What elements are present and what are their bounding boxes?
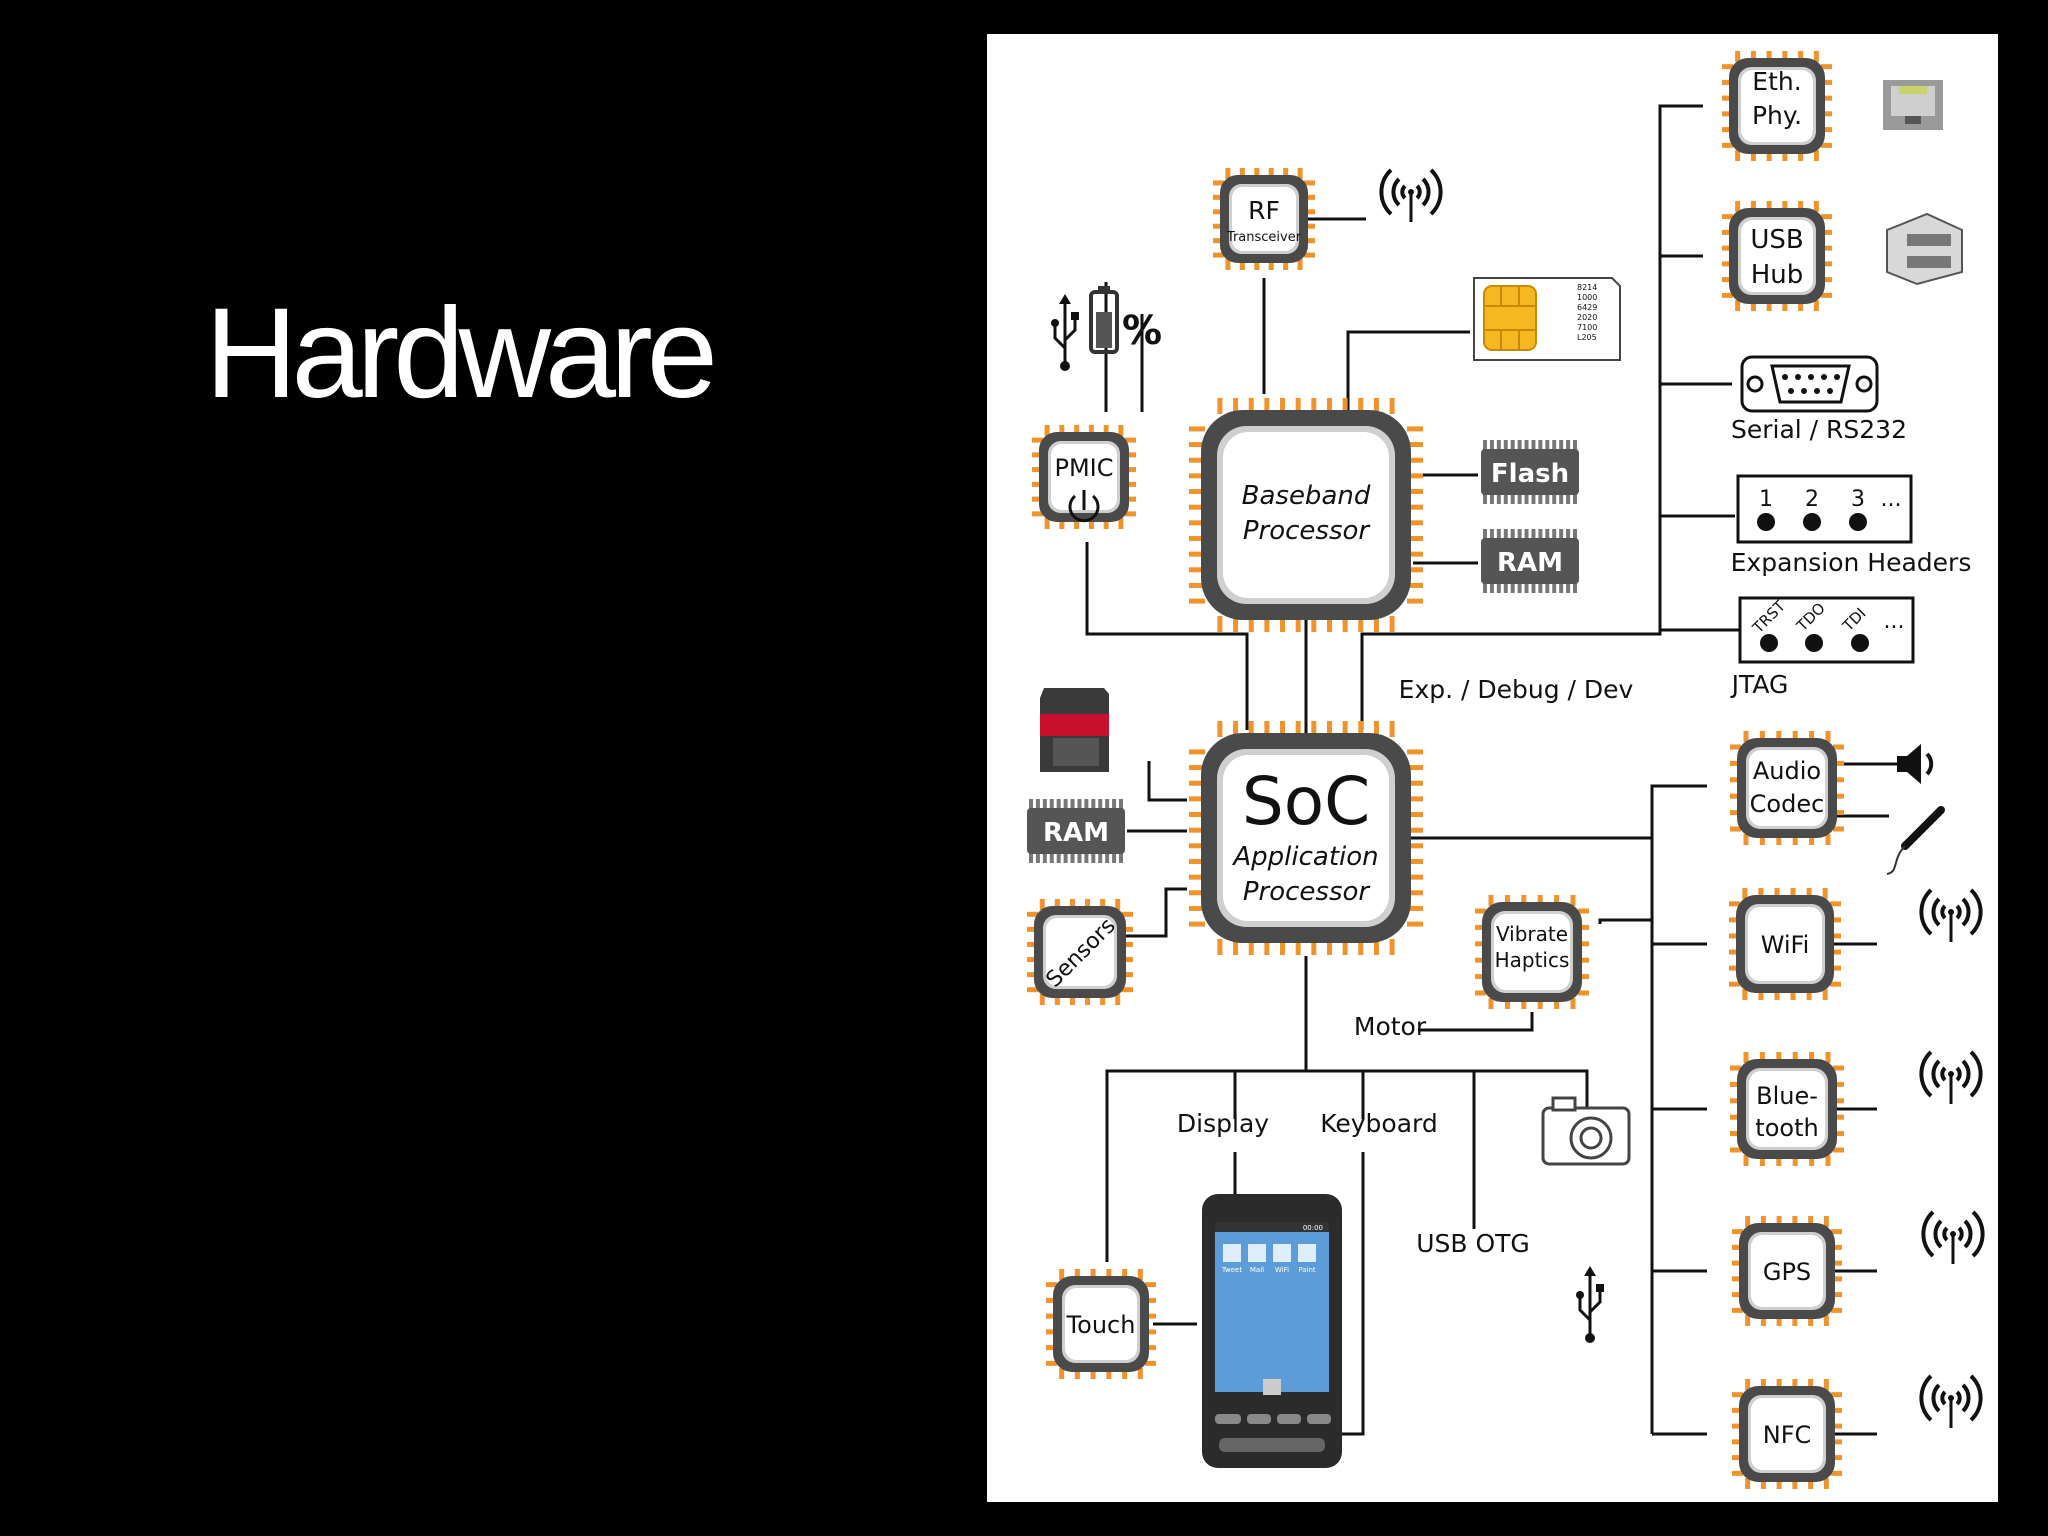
chip-eth-phy: Eth. Phy. [1722,51,1832,161]
camera-icon [1541,1096,1631,1166]
flash-memory: Flash [1481,440,1579,504]
rf-antenna-icon [1379,168,1443,224]
display-label: Display [1177,1109,1269,1138]
chip-sensors: Sensors [1027,899,1133,1005]
serial-label: Serial / RS232 [1731,415,1907,444]
usb-port-icon [1886,212,1963,286]
usb-hub-label-1: USB [1750,225,1803,255]
chip-wifi: WiFi [1729,888,1841,1000]
motor-label: Motor [1354,1012,1427,1041]
keyboard-label: Keyboard [1320,1109,1438,1138]
soc-ram: RAM [1027,799,1125,863]
expansion-headers: 1 2 3 ... [1736,474,1913,544]
sim-digit-5: 7100 [1577,323,1597,332]
chip-touch: Touch [1046,1269,1156,1379]
phone-app-3: WiFi [1275,1266,1289,1274]
expansion-pin-more: ... [1881,487,1902,512]
pmic-label: PMIC [1054,454,1113,482]
audio-label-2: Codec [1750,790,1825,818]
baseband-ram-label: RAM [1497,548,1563,578]
sim-digit-4: 2020 [1577,313,1597,322]
usb-otg-label: USB OTG [1416,1229,1530,1258]
vibrate-label-1: Vibrate [1496,922,1568,946]
gps-antenna-icon [1921,1210,1985,1266]
flash-label: Flash [1491,459,1569,489]
baseband-ram: RAM [1481,529,1579,593]
vibrate-label-2: Haptics [1495,948,1570,972]
phone-app-4: Paint [1298,1266,1316,1274]
audio-label-1: Audio [1753,757,1821,785]
wires [1085,104,1897,1436]
sim-digit-6: L205 [1577,333,1597,342]
chip-vibrate-haptics: Vibrate Haptics [1475,895,1589,1009]
soc-label: SoC [1242,763,1370,840]
soc-sublabel-2: Processor [1243,877,1372,907]
baseband-label-1: Baseband [1242,481,1371,511]
rf-sublabel: Transceiver [1226,230,1302,245]
gps-label: GPS [1763,1258,1811,1286]
nfc-antenna-icon [1919,1374,1983,1430]
power-icon [1068,490,1100,523]
hardware-diagram: RF Transceiver Eth. Phy. USB Hub PMIC Ba… [987,34,1998,1502]
bluetooth-antenna-icon [1919,1050,1983,1106]
battery-percent: % [1122,308,1162,354]
bluetooth-label-1: Blue- [1756,1082,1818,1110]
jtag-header: TRST TDO TDI ... [1738,596,1915,664]
chip-gps: GPS [1732,1216,1842,1326]
jtag-label: JTAG [1730,670,1789,699]
eth-label-1: Eth. [1752,67,1801,96]
rf-label: RF [1248,196,1280,225]
expansion-pin-1: 1 [1759,487,1773,512]
speaker-icon [1897,744,1934,784]
expansion-headers-label: Expansion Headers [1731,548,1972,577]
touch-label: Touch [1066,1311,1136,1339]
phone-device: 00:00 Tweet Mail WiFi Paint [1202,1194,1342,1468]
chip-audio-codec: Audio Codec [1730,731,1844,845]
chip-usb-hub: USB Hub [1722,201,1832,311]
chip-soc-application-processor: SoC Application Processor [1189,721,1423,955]
usb-power-icon [1049,292,1081,373]
ethernet-port-icon [1883,80,1943,130]
slide-title: Hardware [205,282,718,425]
sim-digit-2: 1000 [1577,293,1597,302]
soc-ram-label: RAM [1043,818,1109,848]
chip-pmic: PMIC [1032,425,1136,529]
microphone-icon [1886,806,1945,875]
chip-nfc: NFC [1732,1379,1842,1489]
bluetooth-label-2: tooth [1755,1114,1818,1142]
phone-clock: 00:00 [1303,1224,1323,1232]
chip-bluetooth: Blue- tooth [1730,1052,1844,1166]
usb-hub-label-2: Hub [1751,260,1804,290]
wifi-label: WiFi [1761,931,1810,959]
sd-card-icon [1040,688,1109,772]
phone-app-1: Tweet [1221,1266,1242,1274]
serial-port [1740,355,1879,413]
exp-debug-label: Exp. / Debug / Dev [1399,675,1634,704]
wifi-antenna-icon [1919,888,1983,944]
phone-app-2: Mail [1250,1266,1264,1274]
sim-digit-1: 8214 [1577,283,1597,292]
sim-card: 8214 1000 6429 2020 7100 L205 [1473,277,1621,361]
chip-baseband-processor: Baseband Processor [1189,398,1423,632]
chip-rf-transceiver: RF Transceiver [1213,168,1315,270]
eth-label-2: Phy. [1752,101,1802,130]
expansion-pin-3: 3 [1851,487,1865,512]
nfc-label: NFC [1763,1421,1812,1449]
baseband-label-2: Processor [1243,516,1372,546]
usb-otg-icon [1574,1264,1606,1345]
expansion-pin-2: 2 [1805,487,1819,512]
battery-icon [1089,286,1119,354]
sim-digit-3: 6429 [1577,303,1597,312]
soc-sublabel-1: Application [1231,842,1378,872]
jtag-pin-more: ... [1884,609,1905,634]
